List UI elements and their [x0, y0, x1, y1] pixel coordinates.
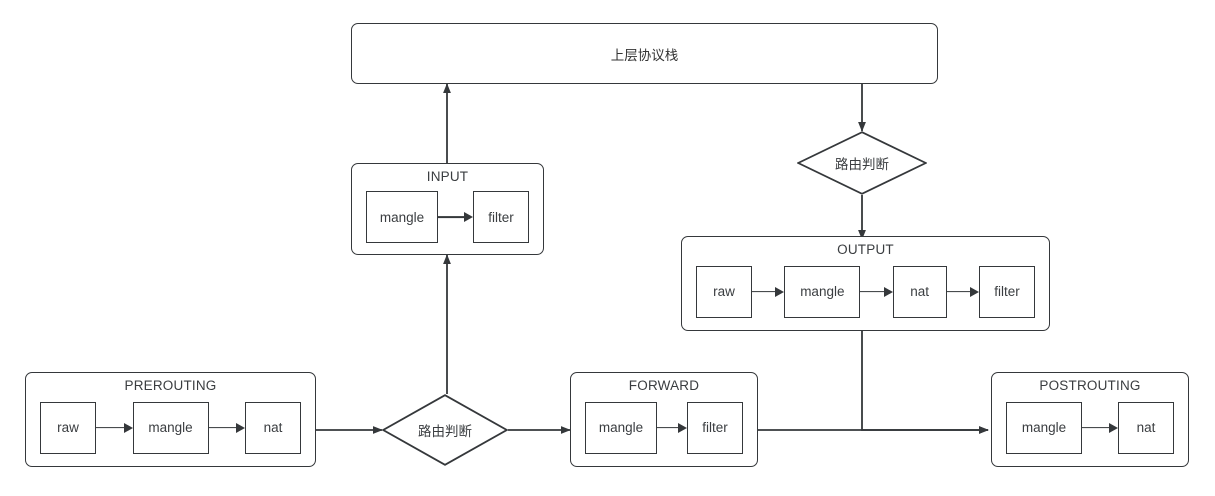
table-box-mangle: mangle [585, 401, 657, 454]
upper-protocol-stack-label: 上层协议栈 [610, 47, 679, 63]
table-arrow-mangle-to-filter [657, 423, 687, 433]
chain-box-forward: FORWARD mangle filter [570, 372, 758, 467]
chain-box-prerouting: PREROUTING raw mangle nat [25, 372, 316, 467]
tables-row-prerouting: raw mangle nat [26, 399, 315, 456]
table-box-mangle: mangle [784, 265, 861, 318]
table-box-filter: filter [473, 191, 529, 243]
table-box-mangle: mangle [132, 401, 209, 454]
table-box-raw: raw [40, 401, 96, 454]
table-arrow-mangle-to-filter [438, 212, 473, 222]
tables-row-output: raw mangle nat filter [682, 263, 1049, 320]
table-box-raw: raw [696, 265, 752, 318]
chain-title-output: OUTPUT [837, 242, 894, 257]
table-arrow-raw-to-mangle [752, 287, 784, 297]
chain-title-input: INPUT [426, 169, 469, 184]
tables-row-postrouting: mangle nat [992, 399, 1188, 456]
table-box-filter: filter [978, 265, 1035, 318]
chain-title-forward: FORWARD [628, 378, 700, 393]
chain-box-input: INPUT mangle filter [351, 163, 544, 255]
table-box-nat: nat [1118, 401, 1174, 454]
table-box-nat: nat [892, 265, 947, 318]
table-arrow-nat-to-filter [947, 287, 979, 297]
table-arrow-mangle-to-nat [860, 287, 892, 297]
chain-title-postrouting: POSTROUTING [1039, 378, 1141, 393]
tables-row-input: mangle filter [352, 190, 543, 244]
table-arrow-raw-to-mangle [96, 423, 133, 433]
table-arrow-mangle-to-nat [1082, 423, 1118, 433]
upper-protocol-stack-box: 上层协议栈 [351, 23, 938, 84]
route-decision-bottom-shape [382, 394, 508, 466]
route-decision-top-shape [797, 131, 927, 195]
table-box-mangle: mangle [366, 191, 438, 243]
table-box-nat: nat [245, 401, 301, 454]
table-arrow-mangle-to-nat [209, 423, 246, 433]
edge-output-to-postrouting [861, 331, 989, 434]
route-decision-top: 路由判断 [797, 131, 927, 195]
route-decision-bottom: 路由判断 [382, 394, 508, 466]
tables-row-forward: mangle filter [571, 399, 757, 456]
table-box-mangle: mangle [1006, 401, 1082, 454]
chain-box-postrouting: POSTROUTING mangle nat [991, 372, 1189, 467]
chain-title-prerouting: PREROUTING [124, 378, 217, 393]
table-box-filter: filter [687, 401, 743, 454]
chain-box-output: OUTPUT raw mangle nat filter [681, 236, 1050, 331]
